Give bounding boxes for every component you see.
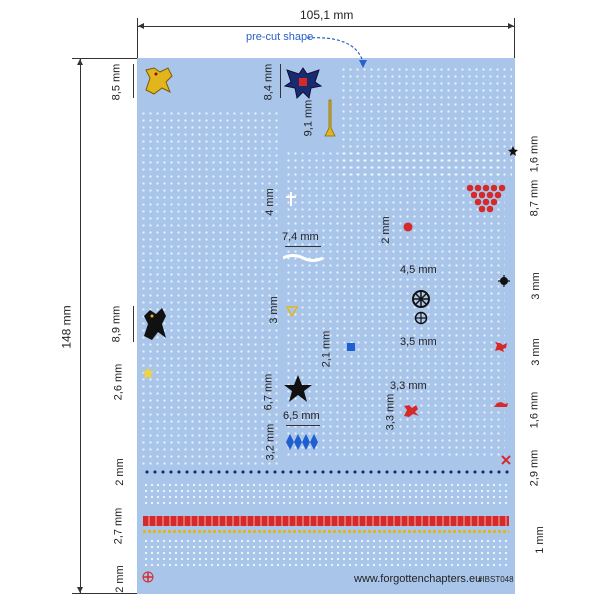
bottom-cross-decal [142,571,154,583]
strip-yellow [143,530,509,533]
red-dot-decal [403,222,413,232]
height-ext-top [72,58,137,59]
dim-strip-4: 2 mm [113,565,126,593]
dim-small-star: 1,6 mm [528,135,541,173]
red-x-decal [501,455,511,465]
dim-red-dot: 2 mm [379,216,392,244]
dim-strip-3: 1 mm [533,526,546,554]
red-dot-triangle [466,184,506,213]
dim-lion-gold-line [133,64,134,98]
dim-wheel-small: 3,5 mm [400,336,437,348]
small-white-cross [286,192,296,206]
right-red-animal [495,342,507,352]
precut-label: pre-cut shape [246,31,314,43]
dim-banner: 7,4 mm [282,231,319,243]
height-arrow-down [77,587,83,593]
precut-pattern-mid [285,150,505,460]
dim-right-small: 1,6 mm [528,391,541,429]
black-star-decal [284,375,312,402]
dim-red-lion-width: 3,3 mm [390,380,427,392]
dim-lion-black-line [133,306,134,342]
strip-red-triangles [143,516,509,526]
dim-star-yellow: 2,6 mm [112,363,125,401]
dim-diamond-row-line [286,425,320,426]
small-black-star [508,146,518,156]
red-lion-decal [404,405,419,417]
precut-pattern-left [140,110,280,465]
dim-right-emblem-1: 3 mm [529,272,542,300]
dim-eagle: 8,4 mm [262,63,275,101]
dim-right-emblem-2: 3 mm [529,338,542,366]
large-wheel-decal [412,290,430,308]
website-label: www.forgottenchapters.eu [354,573,482,585]
dim-cross: 4 mm [263,188,276,216]
dim-yellow-emblem: 3 mm [267,296,280,324]
dim-lion-gold: 8,5 mm [110,63,123,101]
height-arrow-up [77,59,83,65]
dim-strip-1: 2 mm [113,458,126,486]
strip-crosses [143,468,509,476]
width-arrow-right [508,23,514,29]
small-yellow-star [142,367,154,379]
yellow-emblem [286,306,298,317]
dim-black-star: 6,7 mm [262,373,275,411]
dim-blue-square: 2,1 mm [320,330,333,368]
blue-square-decal [347,343,355,351]
height-dim-line [80,58,81,594]
dim-strip-2: 2,7 mm [112,507,125,545]
height-label: 148 mm [59,305,74,349]
product-code: #IBST048 [478,575,514,584]
strip-dots-2 [143,538,509,568]
dim-red-lion-height: 3,3 mm [384,393,397,431]
banner-decal [283,254,323,262]
eagle-decal [283,67,323,100]
dim-triangle: 8,7 mm [528,179,541,217]
precut-arrow [306,37,367,68]
dim-diamond-height: 3,2 mm [264,423,277,461]
dim-diamond-row: 6,5 mm [283,410,320,422]
right-black-emblem [498,275,510,287]
width-arrow-left [138,23,144,29]
strip-dots-1 [143,482,509,508]
height-ext-bottom [72,593,137,594]
dim-wheel-large: 4,5 mm [400,264,437,276]
right-red-lion-small [494,402,508,407]
width-dim-line [138,26,514,27]
blue-diamonds-decal [286,434,318,450]
trumpet-decal [324,99,336,137]
dim-red-x: 2,9 mm [528,449,541,487]
dim-banner-line [285,246,321,247]
width-ext-left [137,18,138,58]
width-ext-right [514,18,515,58]
dim-eagle-line [280,64,281,98]
black-lion-decal [144,308,166,340]
dim-lion-black: 8,9 mm [110,305,123,343]
small-wheel-decal [414,311,428,325]
gold-lion-decal [145,67,173,95]
dim-trumpet: 9,1 mm [302,99,315,137]
width-label: 105,1 mm [300,8,354,22]
